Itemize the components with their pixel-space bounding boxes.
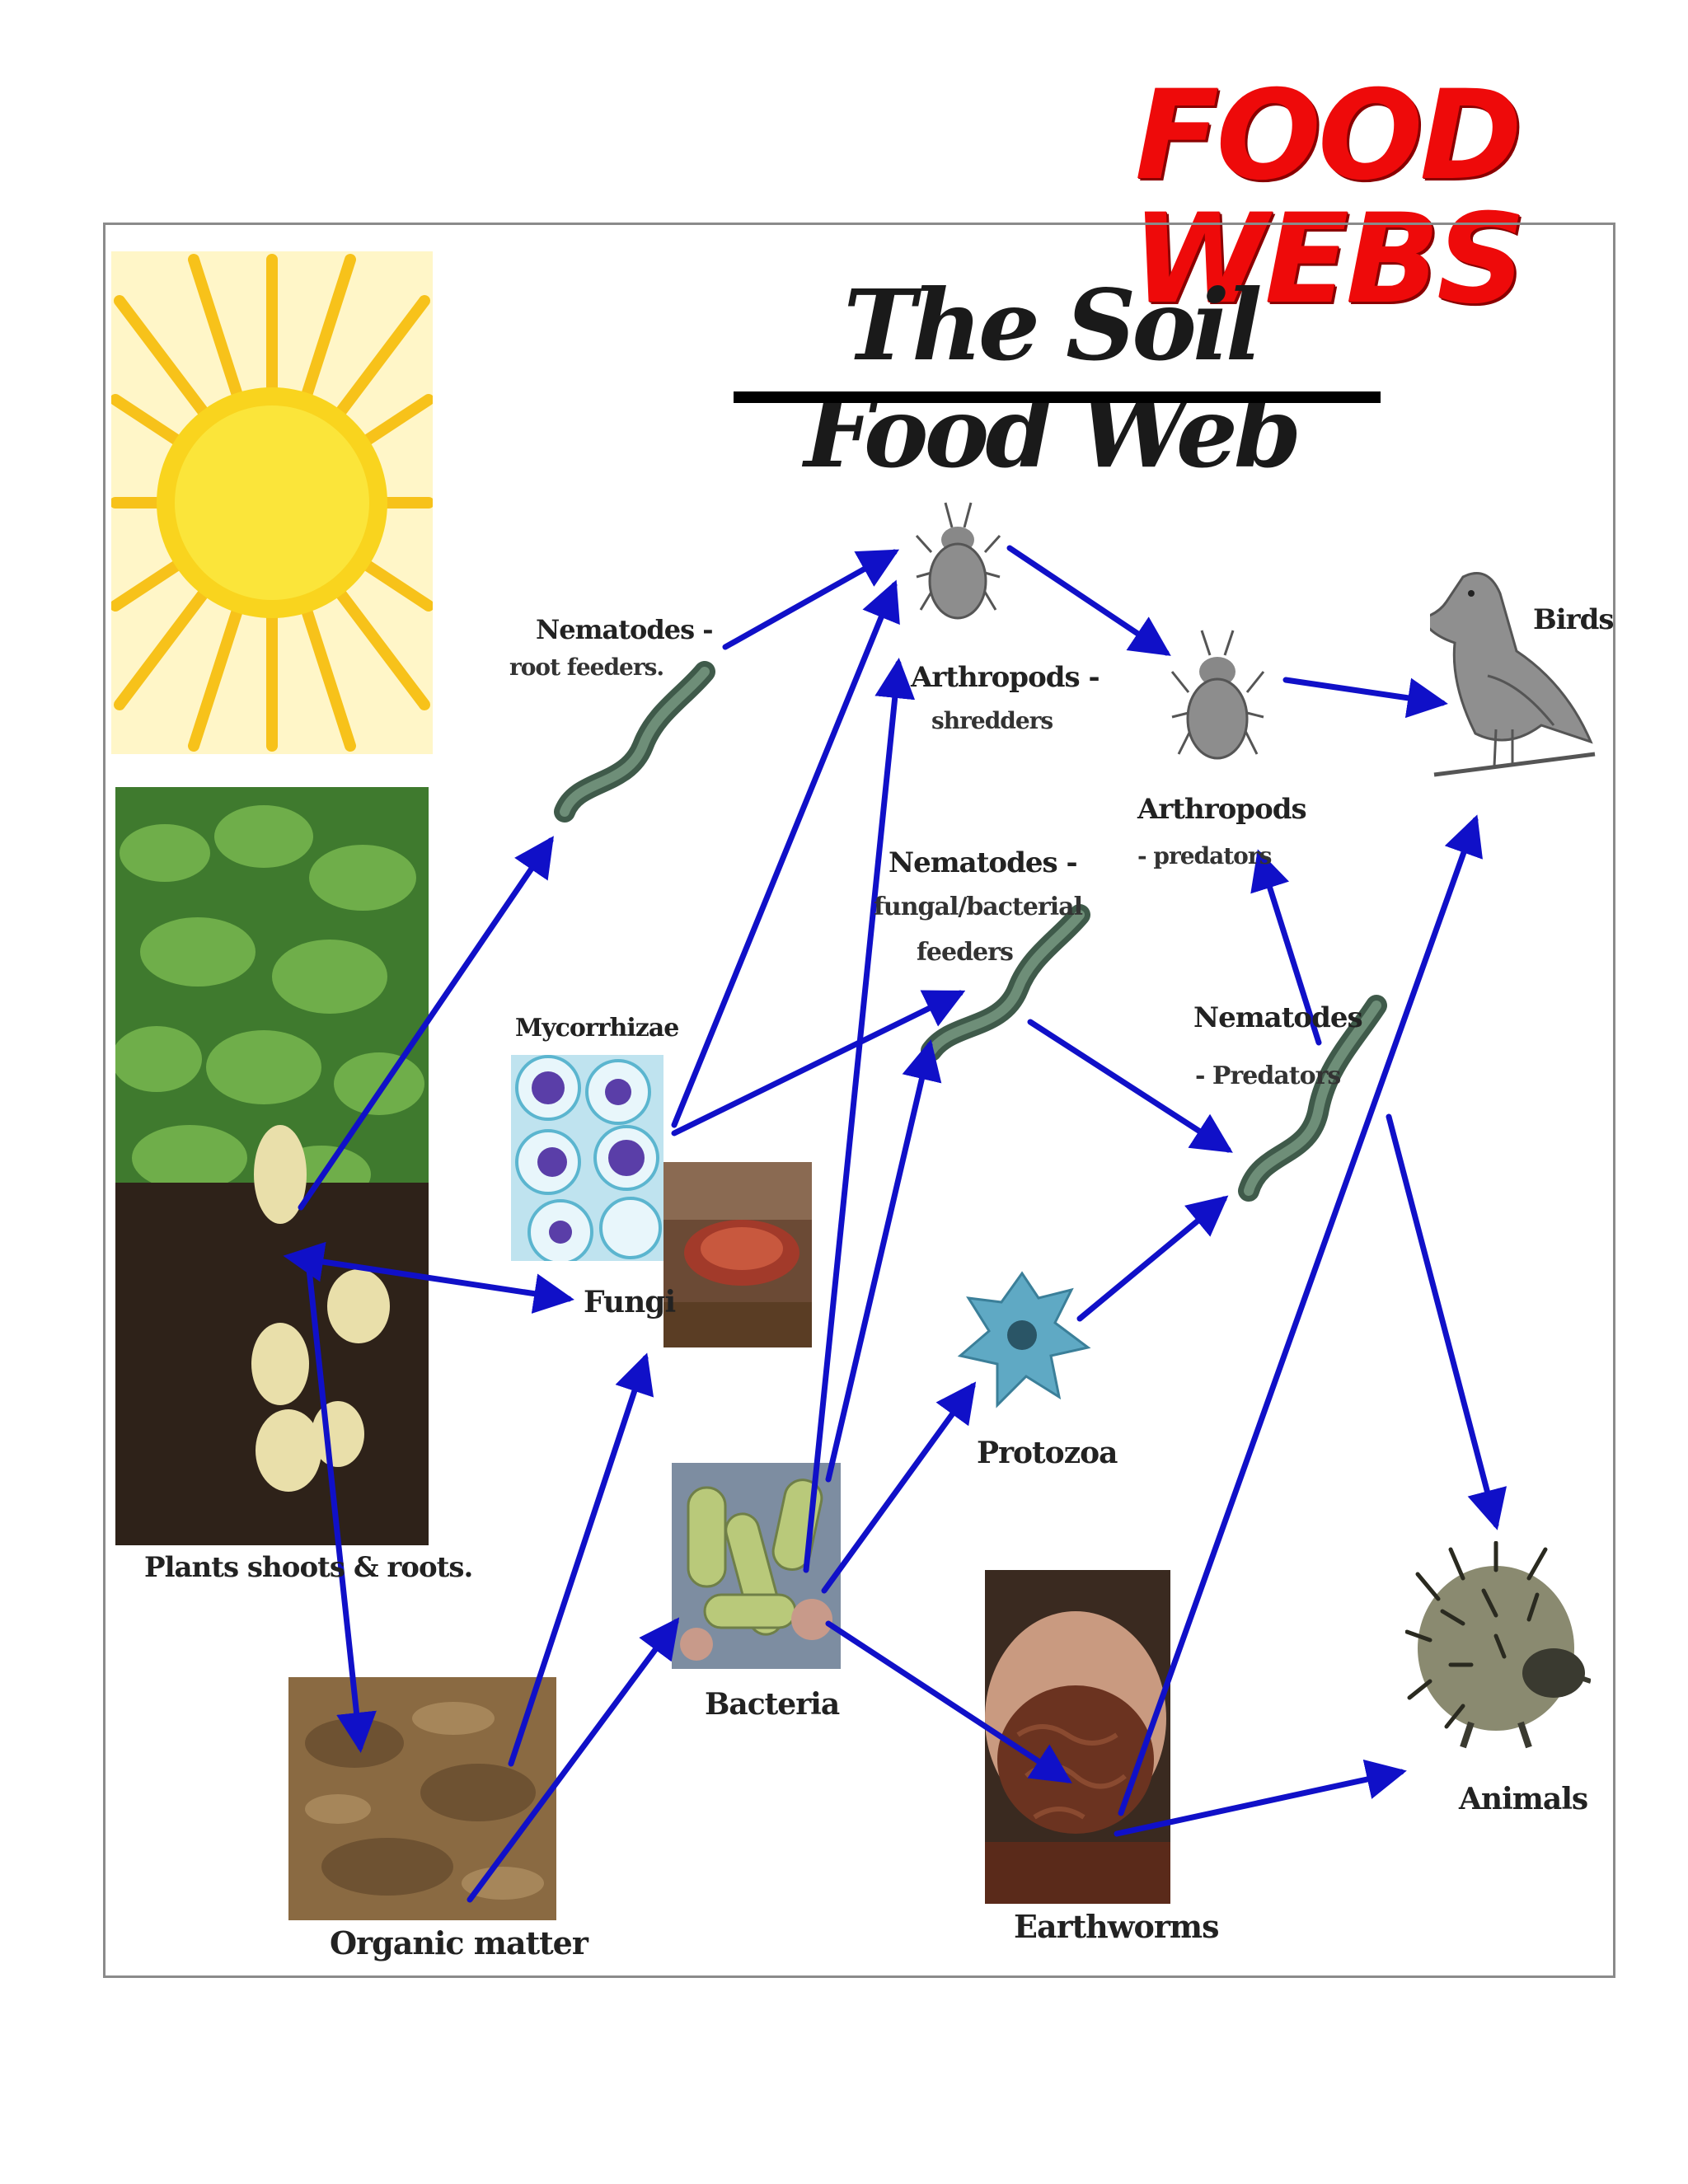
earthworms-image xyxy=(985,1570,1170,1904)
plants-image xyxy=(115,787,429,1545)
label-fungi: Fungi xyxy=(584,1285,676,1319)
label-nematodes-predators-sub: - Predators xyxy=(1195,1062,1341,1090)
label-protozoa: Protozoa xyxy=(977,1436,1118,1470)
label-arthropods-predators: Arthropods xyxy=(1137,793,1307,826)
sun-image xyxy=(111,251,433,754)
label-organic-matter: Organic matter xyxy=(330,1924,588,1961)
page-title: FOOD WEBS xyxy=(1131,64,1526,331)
diagram-frame xyxy=(103,223,1615,1978)
label-nematodes-root-feeders: Nematodes - xyxy=(536,614,713,645)
title-underline xyxy=(734,391,1381,403)
label-nematodes-predators: Nematodes xyxy=(1193,1001,1363,1034)
label-nematodes-root-feeders-sub: root feeders. xyxy=(509,654,664,681)
label-arthropods-predators-sub: - predators xyxy=(1137,842,1272,869)
nematode-predator-icon xyxy=(1238,995,1387,1202)
fungi-image xyxy=(663,1162,812,1347)
label-nematodes-fungal-bacterial: Nematodes - xyxy=(889,846,1078,879)
label-animals: Animals xyxy=(1459,1782,1588,1816)
echidna-icon xyxy=(1405,1541,1591,1749)
label-bacteria: Bacteria xyxy=(705,1687,840,1722)
nematode-fungal-bacterial-feeder-icon xyxy=(921,904,1090,1062)
bird-icon xyxy=(1430,572,1596,777)
organic-matter-image xyxy=(288,1677,556,1920)
label-nematodes-fungal-bacterial-sub2: feeders xyxy=(917,938,1014,967)
arthropod-predator-icon xyxy=(1170,630,1265,760)
arthropod-shredder-icon xyxy=(915,502,1001,620)
label-arthropods-shredders: Arthropods - xyxy=(911,661,1100,694)
label-birds: Birds xyxy=(1533,603,1614,636)
label-nematodes-fungal-bacterial-sub1: fungal/bacterial xyxy=(874,893,1083,921)
nematode-root-feeder-icon xyxy=(554,661,715,823)
label-arthropods-shredders-sub: shredders xyxy=(931,707,1053,734)
label-mycorrhizae: Mycorrhizae xyxy=(515,1014,679,1043)
label-plants-shoots-roots: Plants shoots & roots. xyxy=(144,1551,473,1584)
label-earthworms: Earthworms xyxy=(1014,1908,1219,1945)
